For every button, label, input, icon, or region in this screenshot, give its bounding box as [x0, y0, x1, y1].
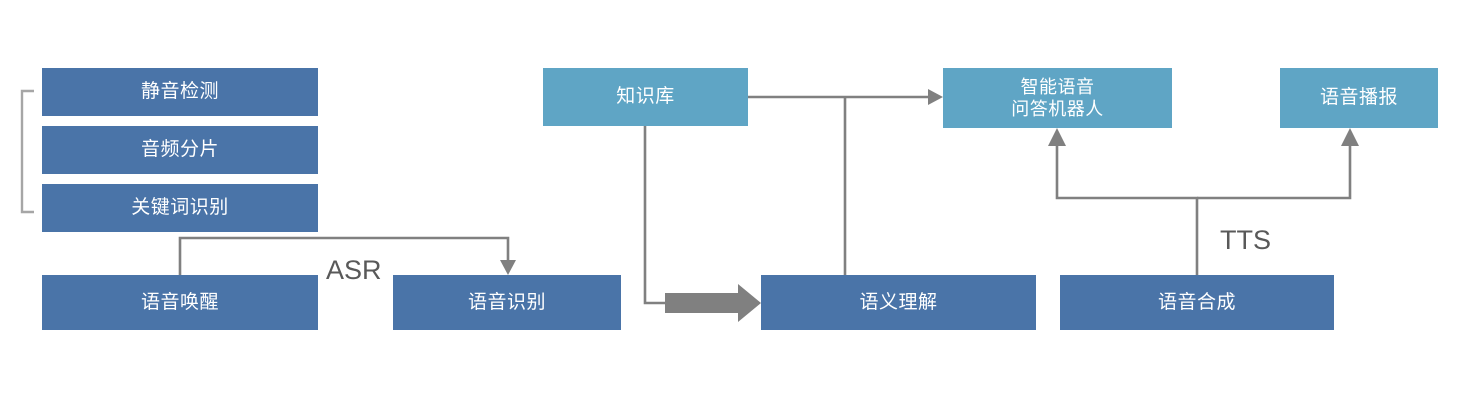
node-voice-wakeup[interactable]: 语音唤醒 [42, 275, 318, 330]
node-label-speech-recognition: 语音识别 [467, 291, 546, 313]
wire-speech-synthesis-to-tts-bus [1055, 142, 1199, 275]
arrowhead-speech-recognition [500, 260, 516, 275]
node-speech-recognition[interactable]: 语音识别 [393, 275, 621, 330]
arrowhead-voice-broadcast [1341, 128, 1359, 146]
node-label-keyword-spotting: 关键词识别 [131, 197, 229, 219]
arrowhead-qa-robot-from-knowledge-base [928, 89, 943, 105]
node-label-audio-slicing: 音频分片 [140, 139, 219, 161]
node-keyword-spotting[interactable]: 关键词识别 [42, 184, 318, 232]
node-semantic-understanding[interactable]: 语义理解 [761, 275, 1036, 330]
node-qa-robot[interactable]: 智能语音 问答机器人 [943, 68, 1172, 128]
edge-label-asr: ASR [326, 255, 382, 285]
wire-wakeup-to-speech-recognition [178, 236, 510, 275]
node-label-speech-synthesis: 语音合成 [1157, 291, 1236, 313]
block-arrow-to-semantic-understanding [665, 284, 761, 322]
node-knowledge-base[interactable]: 知识库 [543, 68, 748, 126]
wire-knowledge-base-to-semantic-understanding [643, 126, 672, 305]
node-label-qa-robot: 智能语音 问答机器人 [1011, 76, 1104, 120]
node-voice-broadcast[interactable]: 语音播报 [1280, 68, 1438, 128]
node-label-semantic-understanding: 语义理解 [859, 291, 938, 313]
wire-tts-bus-to-voice-broadcast [1197, 142, 1352, 200]
arrowhead-qa-robot-from-tts [1048, 128, 1066, 146]
preprocessing-group-bracket [20, 89, 34, 214]
node-label-voice-wakeup: 语音唤醒 [140, 291, 219, 313]
node-label-voice-broadcast: 语音播报 [1319, 87, 1398, 109]
node-speech-synthesis[interactable]: 语音合成 [1060, 275, 1334, 330]
node-label-knowledge-base: 知识库 [616, 86, 675, 108]
node-audio-slicing[interactable]: 音频分片 [42, 126, 318, 174]
node-label-silence-detection: 静音检测 [140, 81, 219, 103]
node-silence-detection[interactable]: 静音检测 [42, 68, 318, 116]
edge-label-tts: TTS [1220, 225, 1271, 255]
